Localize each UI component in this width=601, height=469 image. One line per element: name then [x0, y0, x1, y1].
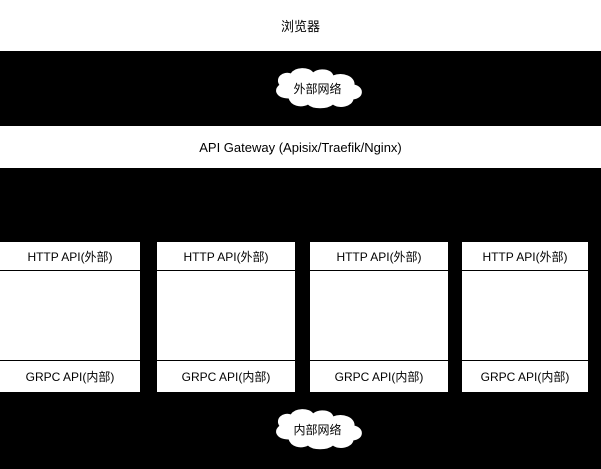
service-body-cell[interactable] [309, 270, 449, 360]
service-http-api-label: HTTP API(外部) [27, 249, 113, 264]
service-grpc-api-label: GRPC API(内部) [181, 370, 271, 384]
service-http-api-cell[interactable]: HTTP API(外部) [309, 241, 449, 270]
service-grpc-api-cell[interactable]: GRPC API(内部) [309, 360, 449, 393]
service-grpc-api-cell[interactable]: GRPC API(内部) [461, 360, 589, 393]
service-column[interactable]: HTTP API(外部) GRPC API(内部) [0, 241, 141, 393]
internal-network-label: 内部网络 [293, 422, 342, 437]
service-http-api-cell[interactable]: HTTP API(外部) [156, 241, 296, 270]
service-column[interactable]: HTTP API(外部) GRPC API(内部) [461, 241, 589, 393]
cloud-icon [276, 68, 362, 109]
external-network-label: 外部网络 [293, 82, 342, 96]
service-grpc-api-cell[interactable]: GRPC API(内部) [0, 360, 141, 393]
service-body-cell[interactable] [156, 270, 296, 360]
external-network-cloud[interactable]: 外部网络 [269, 68, 366, 109]
service-column[interactable]: HTTP API(外部) GRPC API(内部) [309, 241, 449, 393]
browser-label: 浏览器 [280, 19, 320, 34]
service-grpc-api-label: GRPC API(内部) [25, 370, 115, 384]
cloud-icon [276, 409, 362, 450]
service-http-api-label: HTTP API(外部) [482, 249, 568, 264]
service-http-api-label: HTTP API(外部) [336, 249, 422, 264]
service-grpc-api-cell[interactable]: GRPC API(内部) [156, 360, 296, 393]
service-grpc-api-label: GRPC API(内部) [334, 370, 424, 384]
api-gateway-node[interactable]: API Gateway (Apisix/Traefik/Nginx) [0, 125, 601, 169]
service-body-cell[interactable] [0, 270, 141, 360]
service-grpc-api-label: GRPC API(内部) [480, 370, 570, 384]
service-body-cell[interactable] [461, 270, 589, 360]
internal-network-cloud[interactable]: 内部网络 [269, 408, 366, 450]
service-http-api-cell[interactable]: HTTP API(外部) [0, 241, 141, 270]
service-http-api-cell[interactable]: HTTP API(外部) [461, 241, 589, 270]
api-gateway-label: API Gateway (Apisix/Traefik/Nginx) [199, 139, 402, 155]
browser-node[interactable]: 浏览器 [0, 0, 601, 52]
service-column[interactable]: HTTP API(外部) GRPC API(内部) [156, 241, 296, 393]
service-http-api-label: HTTP API(外部) [183, 249, 269, 264]
